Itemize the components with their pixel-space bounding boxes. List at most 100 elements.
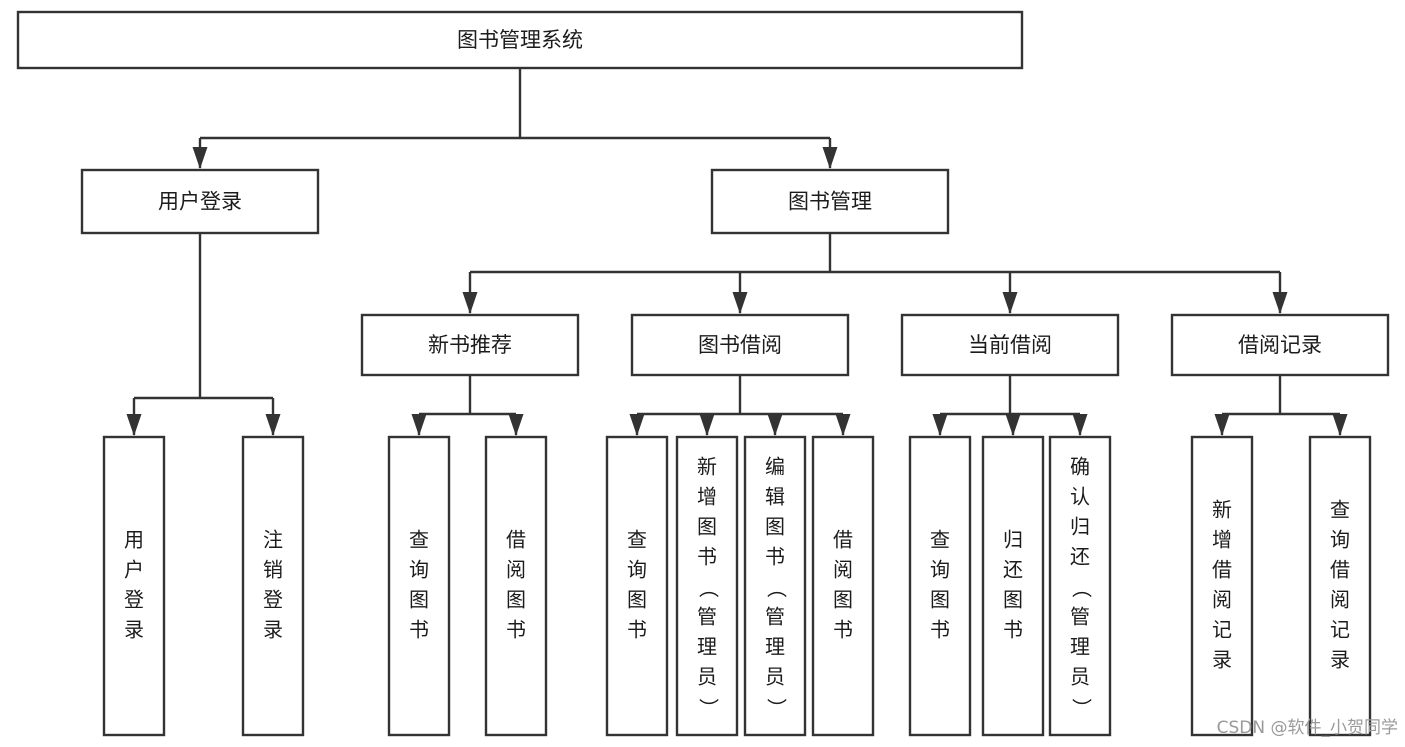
node-label-char: 借 (833, 528, 853, 552)
node-label-char: 理 (765, 635, 785, 659)
node-label-char: 归 (1003, 528, 1023, 552)
arrow-head-icon (822, 147, 838, 169)
node-label-char: 书 (409, 618, 429, 642)
node-label: 图书借阅 (698, 333, 782, 357)
node-label-char: 书 (833, 618, 853, 642)
node-box (675, 435, 739, 737)
node-label-char: 录 (1212, 648, 1232, 672)
node-label-char: 增 (1212, 528, 1232, 552)
node-label-char: 图 (506, 588, 526, 612)
node-label-char: 增 (697, 485, 717, 509)
level3-node-current-borrow[interactable]: 当前借阅 (900, 313, 1120, 377)
level3-node-new-book-recommend[interactable]: 新书推荐 (360, 313, 580, 377)
node-label-char: 录 (124, 618, 144, 642)
node-box (387, 435, 451, 737)
node-box (908, 435, 972, 737)
node-label: 借阅记录 (1238, 333, 1322, 357)
node-box (80, 168, 320, 235)
node-label-char: 图 (627, 588, 647, 612)
node-label-char: 书 (1003, 618, 1023, 642)
node-label-char: ） (1070, 698, 1094, 718)
node-label-char: 录 (1330, 648, 1350, 672)
node-label-char: 还 (1070, 545, 1090, 569)
node-box (900, 313, 1120, 377)
node-box (981, 435, 1045, 737)
node-label-char: 询 (627, 558, 647, 582)
arrow-head-icon (462, 292, 478, 314)
node-label-char: 图 (1003, 588, 1023, 612)
node-box (1048, 435, 1112, 737)
node-label-char: 销 (263, 558, 283, 582)
arrow-head-icon (508, 414, 524, 436)
node-label-char: 询 (930, 558, 950, 582)
arrow-head-icon (932, 414, 948, 436)
arrow-head-icon (265, 414, 281, 436)
node-label-char: 借 (1212, 558, 1232, 582)
level2-node-user-login[interactable]: 用户登录 (80, 168, 320, 235)
node-box (484, 435, 548, 737)
arrow-head-icon (835, 414, 851, 436)
node-label: 当前借阅 (968, 333, 1052, 357)
node-label-char: 图 (697, 515, 717, 539)
connector-layer (126, 68, 1348, 436)
node-label-char: 查 (627, 528, 647, 552)
arrow-head-icon (411, 414, 427, 436)
node-label-char: 户 (124, 558, 144, 582)
node-label-char: 编 (765, 455, 785, 479)
node-label: 图书管理系统 (457, 28, 583, 52)
node-label-char: 图 (765, 515, 785, 539)
node-label-char: 书 (765, 545, 785, 569)
node-label-char: 阅 (1212, 588, 1232, 612)
leaf-node-leaf-user-login[interactable]: 用户登录 (102, 435, 166, 737)
node-box (1308, 435, 1372, 737)
node-label: 用户登录 (158, 190, 242, 214)
arrow-head-icon (192, 147, 208, 169)
node-label: 新书推荐 (428, 333, 512, 357)
level2-node-book-manage[interactable]: 图书管理 (710, 168, 950, 235)
node-label-char: 查 (409, 528, 429, 552)
level3-node-borrow-record[interactable]: 借阅记录 (1170, 313, 1390, 377)
node-label-char: 书 (930, 618, 950, 642)
arrow-head-icon (1072, 414, 1088, 436)
node-label-char: 员 (1070, 665, 1090, 689)
root-node-undefined[interactable]: 图书管理系统 (16, 10, 1024, 70)
node-label-char: 书 (506, 618, 526, 642)
node-label-char: ） (765, 698, 789, 718)
node-box (1170, 313, 1390, 377)
node-label-char: 图 (833, 588, 853, 612)
node-box (241, 435, 305, 737)
level3-node-book-borrow[interactable]: 图书借阅 (630, 313, 850, 377)
arrow-head-icon (1005, 414, 1021, 436)
node-label-char: 借 (1330, 558, 1350, 582)
node-label-char: 借 (506, 528, 526, 552)
node-label-char: 记 (1330, 618, 1350, 642)
node-label-char: 用 (124, 528, 144, 552)
node-label-char: 员 (765, 665, 785, 689)
node-label-char: 归 (1070, 515, 1090, 539)
node-label-char: 书 (697, 545, 717, 569)
node-label-char: （ (765, 578, 789, 598)
node-label-char: 认 (1070, 485, 1090, 509)
arrow-head-icon (699, 414, 715, 436)
node-label-char: 询 (1330, 528, 1350, 552)
node-box (710, 168, 950, 235)
arrow-head-icon (1332, 414, 1348, 436)
node-label-char: 录 (263, 618, 283, 642)
node-label-char: （ (1070, 578, 1094, 598)
node-label-char: 还 (1003, 558, 1023, 582)
node-label-char: 询 (409, 558, 429, 582)
arrow-head-icon (126, 414, 142, 436)
